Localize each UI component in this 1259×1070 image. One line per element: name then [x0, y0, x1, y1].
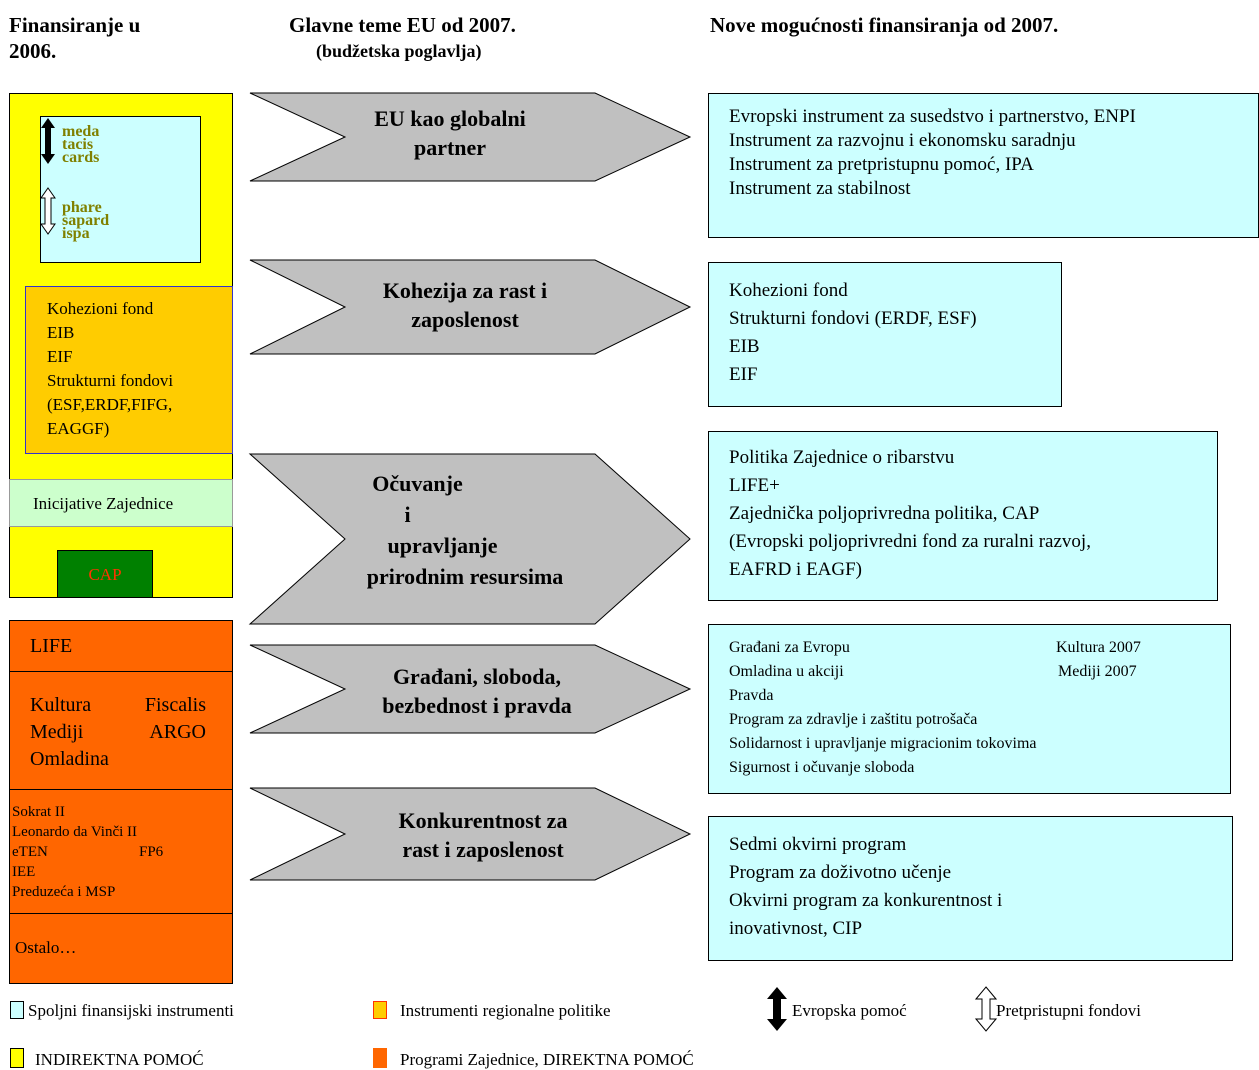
external-instruments-box: meda tacis cards phare sapard ispa: [40, 116, 201, 263]
instrument-label: Sedmi okvirni program: [729, 834, 907, 855]
theme-arrow-1: [249, 92, 692, 182]
fund-label: Kohezioni fond: [47, 299, 154, 318]
program-label: cards: [62, 149, 100, 166]
program-label: Omladina: [30, 748, 109, 770]
funding-box-competitiveness: Sedmi okvirni program Program za doživot…: [708, 816, 1233, 961]
program-label: Leonardo da Vinči II: [12, 824, 138, 840]
group-b-labels: phare sapard ispa: [62, 199, 110, 242]
fund-label: (ESF,ERDF,FIFG,: [47, 395, 173, 414]
regional-instruments-box: Kohezioni fond EIB EIF Strukturni fondov…: [25, 286, 233, 454]
instrument-label: Omladina u akciji: [729, 663, 844, 680]
legend-swatch-external: [10, 1001, 24, 1019]
instrument-label: Evropski instrument za susedstvo i partn…: [729, 106, 1136, 127]
fund-label: EIF: [47, 347, 73, 366]
funding-box-citizens: Građani za Evropu Kultura 2007 Omladina u…: [708, 624, 1231, 794]
group-a-labels: meda tacis cards: [62, 123, 100, 166]
life-label: LIFE: [30, 635, 73, 657]
legend-swatch-direct: [373, 1048, 387, 1068]
community-initiatives-box: Inicijative Zajednice: [9, 479, 233, 527]
theme-label-4: Građani, sloboda,bezbednost i pravda: [382, 664, 572, 718]
instrument-label: Program za doživotno učenje: [729, 862, 952, 883]
european-aid-arrow-icon: [41, 118, 55, 164]
instrument-label: Program za zdravlje i zaštitu potrošača: [729, 711, 978, 728]
instrument-label: Instrument za razvojnu i ekonomsku sarad…: [729, 130, 1076, 151]
legend-label-preaccession: Pretpristupni fondovi: [996, 1001, 1141, 1020]
legend-label-regional: Instrumenti regionalne politike: [400, 1001, 611, 1020]
instrument-label: Politika Zajednice o ribarstvu: [729, 447, 955, 468]
instrument-label: Mediji 2007: [1058, 663, 1137, 680]
legend-label-direct: Programi Zajednice, DIREKTNA POMOĆ: [400, 1050, 694, 1069]
divider: [9, 913, 233, 914]
preaccession-arrow-icon: [40, 187, 56, 235]
fund-label: EIB: [47, 323, 75, 342]
programs-small: Sokrat II Leonardo da Vinči II eTEN FP6 I…: [12, 802, 163, 902]
instrument-label: Strukturni fondovi (ERDF, ESF): [729, 308, 977, 329]
program-label: IEE: [12, 864, 36, 880]
program-label: meda: [62, 123, 100, 140]
instrument-label: EIF: [729, 364, 758, 385]
header-col1-line: Finansiranje u: [9, 13, 141, 37]
cap-box: CAP: [57, 550, 153, 598]
legend-label-european-aid: Evropska pomoć: [792, 1001, 907, 1020]
instrument-label: Zajednička poljoprivredna politika, CAP: [729, 503, 1040, 524]
program-label: FP6: [139, 844, 164, 860]
theme-arrow-3: [248, 453, 691, 625]
divider: [9, 789, 233, 790]
fund-label: EAGGF): [47, 419, 110, 438]
instrument-label: Građani za Evropu: [729, 639, 850, 656]
theme-label-3: Očuvanje i upravljanje prirodnim resursi…: [366, 471, 564, 589]
theme-arrow-4: [249, 644, 692, 734]
divider: [9, 671, 233, 672]
program-label: Kultura: [30, 694, 92, 716]
direct-programs-block: [9, 620, 233, 984]
other-label: Ostalo…: [15, 938, 77, 957]
programs-mid: Kultura Fiscalis Mediji ARGO Omladina: [30, 692, 206, 773]
funding-box-cohesion: Kohezioni fond Strukturni fondovi (ERDF,…: [708, 262, 1062, 407]
legend-label-indirect: INDIREKTNA POMOĆ: [35, 1050, 204, 1069]
instrument-label: Okvirni program za konkurentnost i: [729, 890, 1003, 911]
program-label: eTEN: [12, 844, 48, 860]
program-label: tacis: [62, 136, 94, 153]
instrument-label: Solidarnost i upravljanje migracionim to…: [729, 735, 1037, 752]
header-col3: Nove mogućnosti finansiranja od 2007.: [710, 13, 1059, 37]
program-label: Preduzeća i MSP: [12, 884, 116, 900]
instrument-label: Kultura 2007: [1056, 639, 1141, 656]
header-col2: Glavne teme EU od 2007. (budžetska pogla…: [289, 12, 516, 64]
instrument-label: Instrument za pretpristupnu pomoć, IPA: [729, 154, 1034, 175]
program-label: Mediji: [30, 721, 84, 743]
program-label: ARGO: [149, 721, 206, 743]
header-col2-subtitle: (budžetska poglavlja): [316, 41, 482, 61]
instrument-label: Instrument za stabilnost: [729, 178, 911, 199]
instrument-label: inovativnost, CIP: [729, 918, 863, 939]
theme-arrow-2: [249, 259, 692, 355]
instrument-label: EAFRD i EAGF): [729, 559, 863, 580]
legend-european-aid-arrow-icon: [767, 987, 787, 1031]
program-label: ispa: [62, 225, 90, 242]
instrument-label: EIB: [729, 336, 760, 357]
program-label: sapard: [62, 212, 110, 229]
instrument-label: (Evropski poljoprivredni fond za ruralni…: [729, 531, 1091, 552]
instrument-label: Pravda: [729, 687, 774, 704]
header-col1: Finansiranje u 2006.: [9, 12, 140, 64]
funding-box-natural-resources: Politika Zajednice o ribarstvu LIFE+ Zaj…: [708, 431, 1218, 601]
program-label: Sokrat II: [12, 804, 65, 820]
legend-label-external: Spoljni finansijski instrumenti: [28, 1001, 234, 1020]
legend-preaccession-arrow-icon: [975, 986, 997, 1032]
program-label: phare: [62, 199, 102, 216]
instrument-label: LIFE+: [729, 475, 780, 496]
instrument-label: Sigurnost i očuvanje sloboda: [729, 759, 915, 776]
header-col1-line: 2006.: [9, 39, 57, 63]
instrument-label: Kohezioni fond: [729, 280, 848, 301]
funding-box-global-partner: Evropski instrument za susedstvo i partn…: [708, 93, 1259, 238]
header-col2-title: Glavne teme EU od 2007.: [289, 13, 516, 37]
program-label: Fiscalis: [144, 694, 206, 716]
fund-label: Strukturni fondovi: [47, 371, 174, 390]
legend-swatch-regional: [373, 1001, 387, 1019]
legend-swatch-indirect: [10, 1048, 24, 1068]
theme-arrow-5: [249, 787, 692, 881]
